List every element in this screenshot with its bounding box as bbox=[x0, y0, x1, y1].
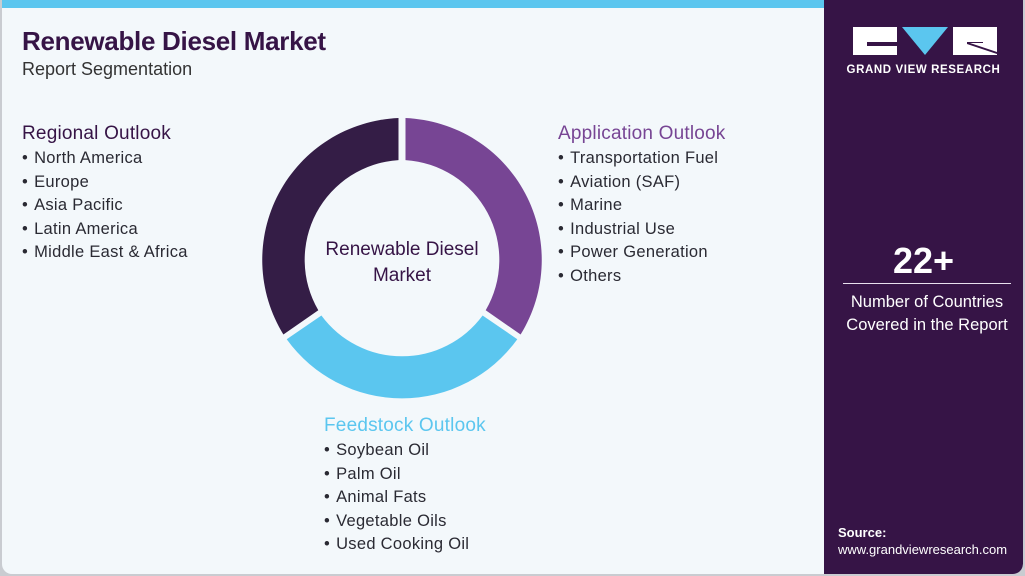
feedstock-outlook-title: Feedstock Outlook bbox=[324, 415, 486, 436]
feedstock-outlook-section: Feedstock Outlook Soybean Oil Palm Oil A… bbox=[324, 415, 486, 557]
list-item: Power Generation bbox=[558, 241, 726, 265]
list-item: Others bbox=[558, 265, 726, 289]
list-item: Animal Fats bbox=[324, 486, 486, 510]
stat-divider bbox=[843, 283, 1011, 284]
brand-name: GRAND VIEW RESEARCH bbox=[846, 64, 1001, 76]
application-outlook-list: Transportation Fuel Aviation (SAF) Marin… bbox=[558, 147, 726, 289]
countries-count: 22+ bbox=[892, 240, 955, 281]
donut-segment-feedstock bbox=[286, 315, 518, 399]
list-item: Asia Pacific bbox=[22, 194, 188, 218]
source-label: Source: bbox=[838, 525, 887, 540]
application-outlook-section: Application Outlook Transportation Fuel … bbox=[558, 123, 726, 289]
application-outlook-title: Application Outlook bbox=[558, 123, 726, 144]
brand-sidebar bbox=[824, 0, 1023, 574]
list-item: Industrial Use bbox=[558, 218, 726, 242]
list-item: Latin America bbox=[22, 218, 188, 242]
list-item: North America bbox=[22, 147, 188, 171]
regional-outlook-list: North America Europe Asia Pacific Latin … bbox=[22, 147, 188, 265]
gvr-logo-icon bbox=[853, 27, 997, 55]
page-subtitle: Report Segmentation bbox=[22, 59, 193, 79]
source-url: www.grandviewresearch.com bbox=[838, 542, 1008, 557]
countries-label: Number of Countries Covered in the Repor… bbox=[846, 293, 1008, 334]
segmentation-donut-chart bbox=[262, 118, 542, 399]
list-item: Europe bbox=[22, 171, 188, 195]
list-item: Used Cooking Oil bbox=[324, 533, 486, 557]
donut-segment-regional bbox=[262, 118, 399, 335]
page-title: Renewable Diesel Market bbox=[22, 26, 326, 56]
regional-outlook-section: Regional Outlook North America Europe As… bbox=[22, 123, 188, 265]
top-accent-bar bbox=[2, 0, 824, 8]
list-item: Palm Oil bbox=[324, 463, 486, 487]
list-item: Aviation (SAF) bbox=[558, 171, 726, 195]
feedstock-outlook-list: Soybean Oil Palm Oil Animal Fats Vegetab… bbox=[324, 439, 486, 557]
list-item: Vegetable Oils bbox=[324, 510, 486, 534]
donut-segment-application bbox=[405, 118, 542, 335]
donut-center-label: Renewable Diesel Market bbox=[325, 239, 479, 286]
regional-outlook-title: Regional Outlook bbox=[22, 123, 171, 144]
list-item: Marine bbox=[558, 194, 726, 218]
list-item: Middle East & Africa bbox=[22, 241, 188, 265]
list-item: Soybean Oil bbox=[324, 439, 486, 463]
list-item: Transportation Fuel bbox=[558, 147, 726, 171]
